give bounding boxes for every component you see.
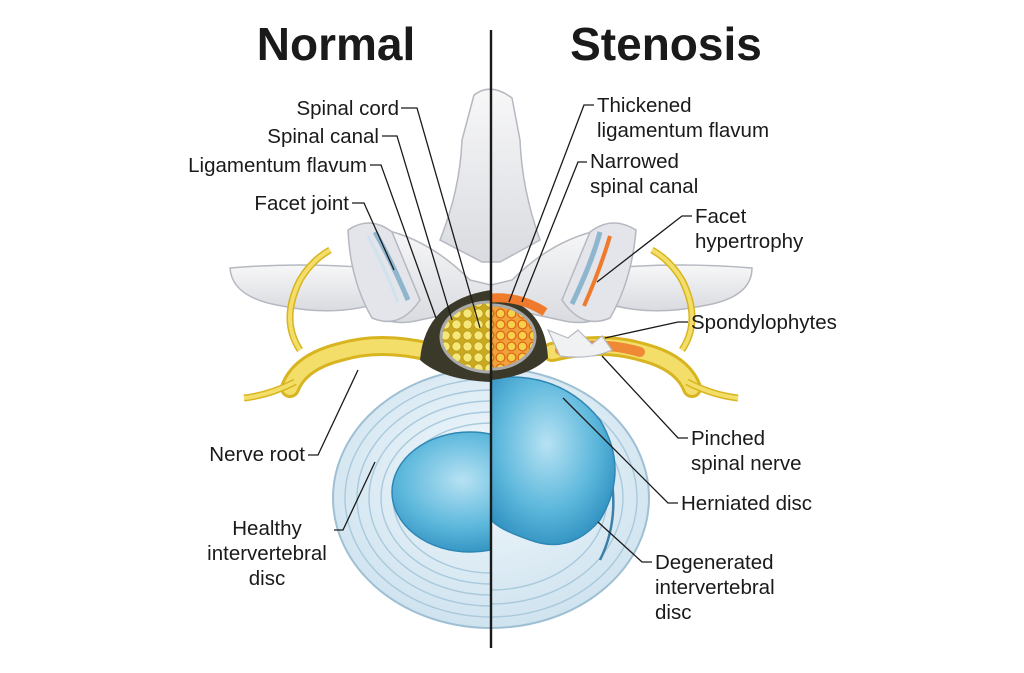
label-facet-hypertrophy-line1: Facet [695, 205, 747, 228]
label-healthy-disc-line2: intervertebral [207, 542, 327, 565]
label-facet-joint: Facet joint [254, 192, 349, 215]
transverse-process-left [229, 264, 390, 312]
spinal-canal-normal [420, 290, 491, 382]
normal-labels: Spinal cord Spinal canal Ligamentum flav… [188, 97, 481, 590]
label-healthy-disc-line3: disc [249, 567, 285, 590]
title-stenosis: Stenosis [570, 18, 762, 70]
label-pinched-nerve-line1: Pinched [691, 427, 765, 450]
stenosis-labels: Thickened ligamentum flavum Narrowed spi… [508, 94, 837, 624]
spondylophytes-region [546, 328, 613, 358]
label-thickened-ligamentum-line1: Thickened [597, 94, 692, 117]
facet-hypertrophy-region [569, 231, 603, 306]
disc-rings-normal [344, 378, 491, 618]
nerve-root-left [243, 246, 440, 402]
label-degenerated-disc-line1: Degenerated [655, 551, 774, 574]
label-herniated-disc: Herniated disc [681, 492, 812, 515]
label-facet-hypertrophy-line2: hypertrophy [695, 230, 804, 253]
spinal-cord-normal [439, 300, 491, 374]
nucleus-normal [391, 431, 491, 553]
label-thickened-ligamentum-line2: ligamentum flavum [597, 119, 769, 142]
label-spondylophytes: Spondylophytes [691, 311, 837, 334]
label-spinal-canal: Spinal canal [267, 125, 379, 148]
label-degenerated-disc-line3: disc [655, 601, 691, 624]
label-nerve-root: Nerve root [209, 443, 305, 466]
label-healthy-disc-line1: Healthy [232, 517, 302, 540]
label-pinched-nerve-line2: spinal nerve [691, 452, 802, 475]
label-spinal-cord: Spinal cord [296, 97, 399, 120]
spinal-canal-stenosis [491, 293, 613, 380]
label-ligamentum-flavum: Ligamentum flavum [188, 154, 367, 177]
title-normal: Normal [257, 18, 415, 70]
label-narrowed-canal-line2: spinal canal [590, 175, 698, 198]
label-degenerated-disc-line2: intervertebral [655, 576, 775, 599]
label-narrowed-canal-line1: Narrowed [590, 150, 679, 173]
spinal-cord-compressed [491, 303, 537, 371]
